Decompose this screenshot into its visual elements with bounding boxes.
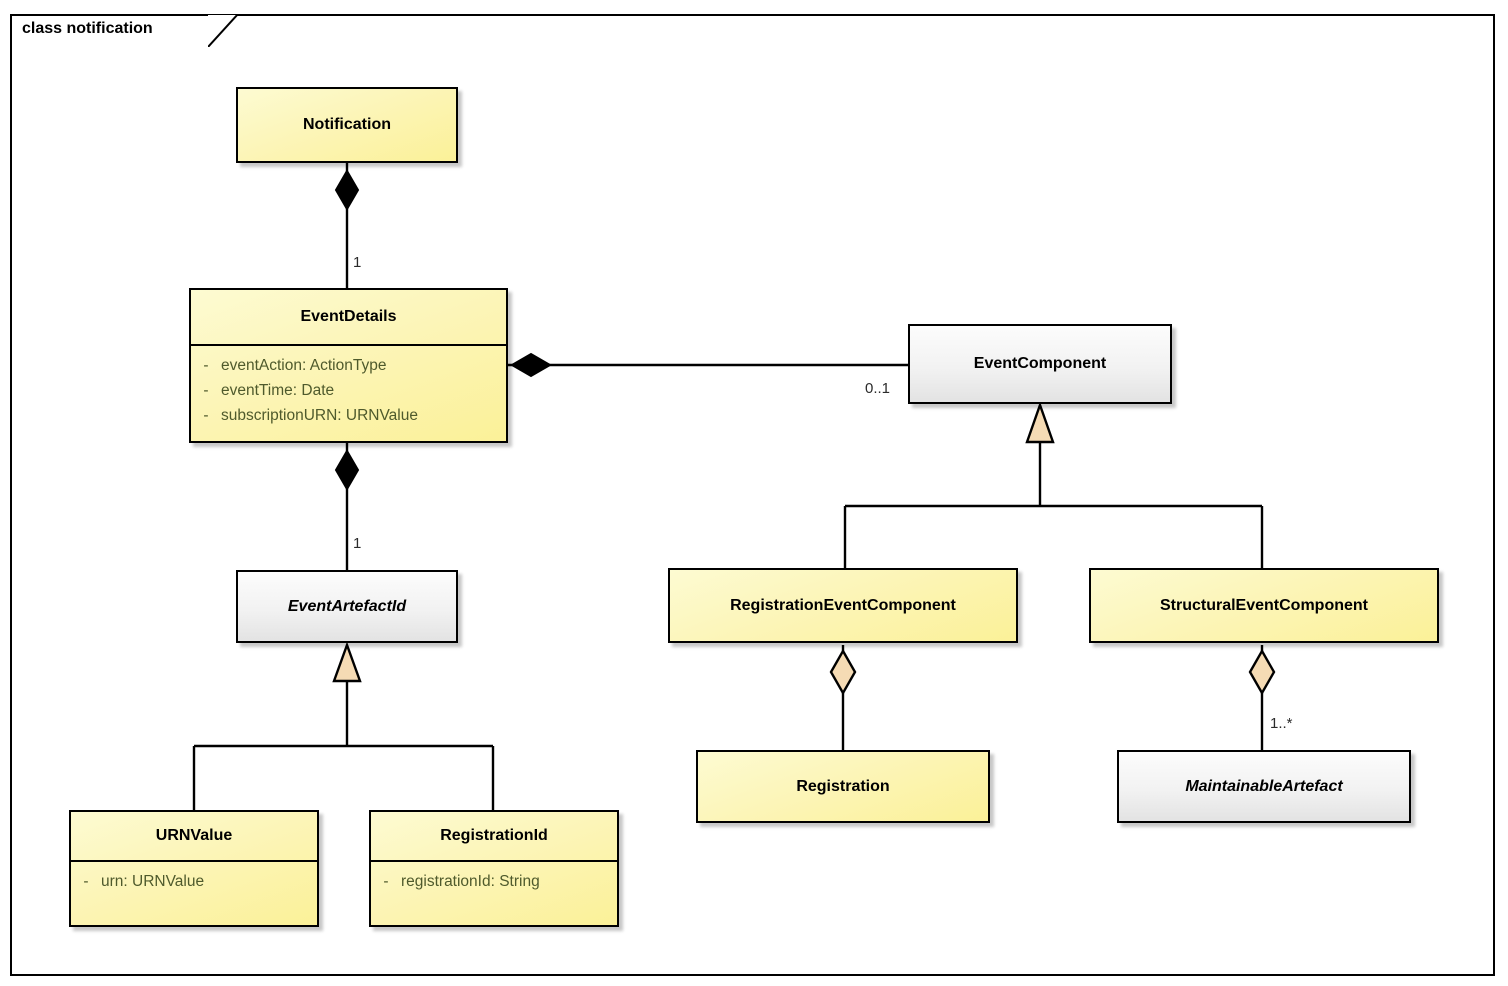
class-attributes-event-details: - eventAction: ActionType - eventTime: D… bbox=[191, 346, 506, 434]
class-box-registration-event-component[interactable]: RegistrationEventComponent bbox=[668, 568, 1018, 643]
attribute-row: - subscriptionURN: URNValue bbox=[191, 403, 506, 428]
attribute-visibility: - bbox=[203, 382, 209, 399]
class-divider-event-details bbox=[191, 344, 506, 346]
class-name-registration: Registration bbox=[796, 777, 890, 795]
multiplicity-notification-eventdetails: 1 bbox=[353, 254, 362, 271]
class-box-event-details[interactable]: EventDetails - eventAction: ActionType -… bbox=[189, 288, 508, 443]
class-name-event-details: EventDetails bbox=[300, 308, 397, 325]
class-box-registration[interactable]: Registration bbox=[696, 750, 990, 823]
class-box-structural-event-component[interactable]: StructuralEventComponent bbox=[1089, 568, 1439, 643]
class-box-urn-value[interactable]: URNValue - urn: URNValue bbox=[69, 810, 319, 927]
class-name-event-artefact-id: EventArtefactId bbox=[287, 597, 407, 615]
class-name-notification: Notification bbox=[303, 116, 391, 133]
attribute-row: - eventAction: ActionType bbox=[191, 353, 506, 378]
class-box-registration-id[interactable]: RegistrationId - registrationId: String bbox=[369, 810, 619, 927]
attribute-signature: registrationId: String bbox=[401, 873, 540, 890]
frame-tab-corner-icon bbox=[208, 14, 238, 47]
class-attributes-urn-value: - urn: URNValue bbox=[71, 862, 317, 900]
attribute-visibility: - bbox=[83, 873, 89, 890]
class-box-event-component[interactable]: EventComponent bbox=[908, 324, 1172, 404]
attribute-visibility: - bbox=[203, 407, 209, 424]
attribute-row: - urn: URNValue bbox=[71, 869, 317, 894]
class-name-urn-value: URNValue bbox=[155, 827, 233, 844]
class-name-maintainable-artefact: MaintainableArtefact bbox=[1185, 777, 1343, 795]
attribute-signature: urn: URNValue bbox=[101, 873, 205, 890]
attribute-visibility: - bbox=[383, 873, 389, 890]
attribute-signature: eventTime: Date bbox=[221, 382, 335, 399]
multiplicity-eventdetails-eventartefactid: 1 bbox=[353, 535, 362, 552]
multiplicity-structural-maintainable: 1..* bbox=[1270, 715, 1293, 732]
class-name-event-component: EventComponent bbox=[973, 355, 1107, 372]
class-divider-registration-id bbox=[371, 860, 617, 862]
class-name-registration-event-component: RegistrationEventComponent bbox=[730, 596, 956, 614]
attribute-signature: subscriptionURN: URNValue bbox=[221, 407, 418, 424]
class-box-notification[interactable]: Notification bbox=[236, 87, 458, 163]
multiplicity-eventdetails-eventcomponent: 0..1 bbox=[865, 380, 891, 397]
diagram-frame-tab bbox=[10, 14, 210, 47]
class-box-maintainable-artefact[interactable]: MaintainableArtefact bbox=[1117, 750, 1411, 823]
attribute-visibility: - bbox=[203, 357, 209, 374]
attribute-row: - eventTime: Date bbox=[191, 378, 506, 403]
class-attributes-registration-id: - registrationId: String bbox=[371, 862, 617, 900]
class-name-registration-id: RegistrationId bbox=[440, 827, 548, 844]
attribute-row: - registrationId: String bbox=[371, 869, 617, 894]
diagram-frame bbox=[10, 14, 1495, 976]
class-divider-urn-value bbox=[71, 860, 317, 862]
attribute-signature: eventAction: ActionType bbox=[221, 357, 387, 374]
class-box-event-artefact-id[interactable]: EventArtefactId bbox=[236, 570, 458, 643]
class-name-structural-event-component: StructuralEventComponent bbox=[1159, 596, 1368, 614]
diagram-frame-label: class notification bbox=[22, 20, 153, 37]
